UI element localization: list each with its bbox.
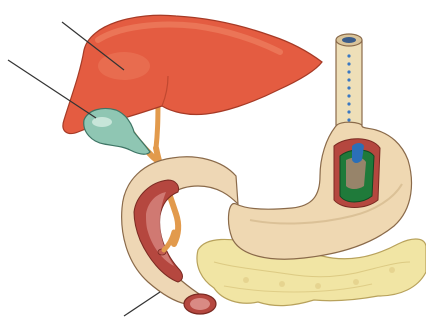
esophagus-dots xyxy=(347,54,350,121)
